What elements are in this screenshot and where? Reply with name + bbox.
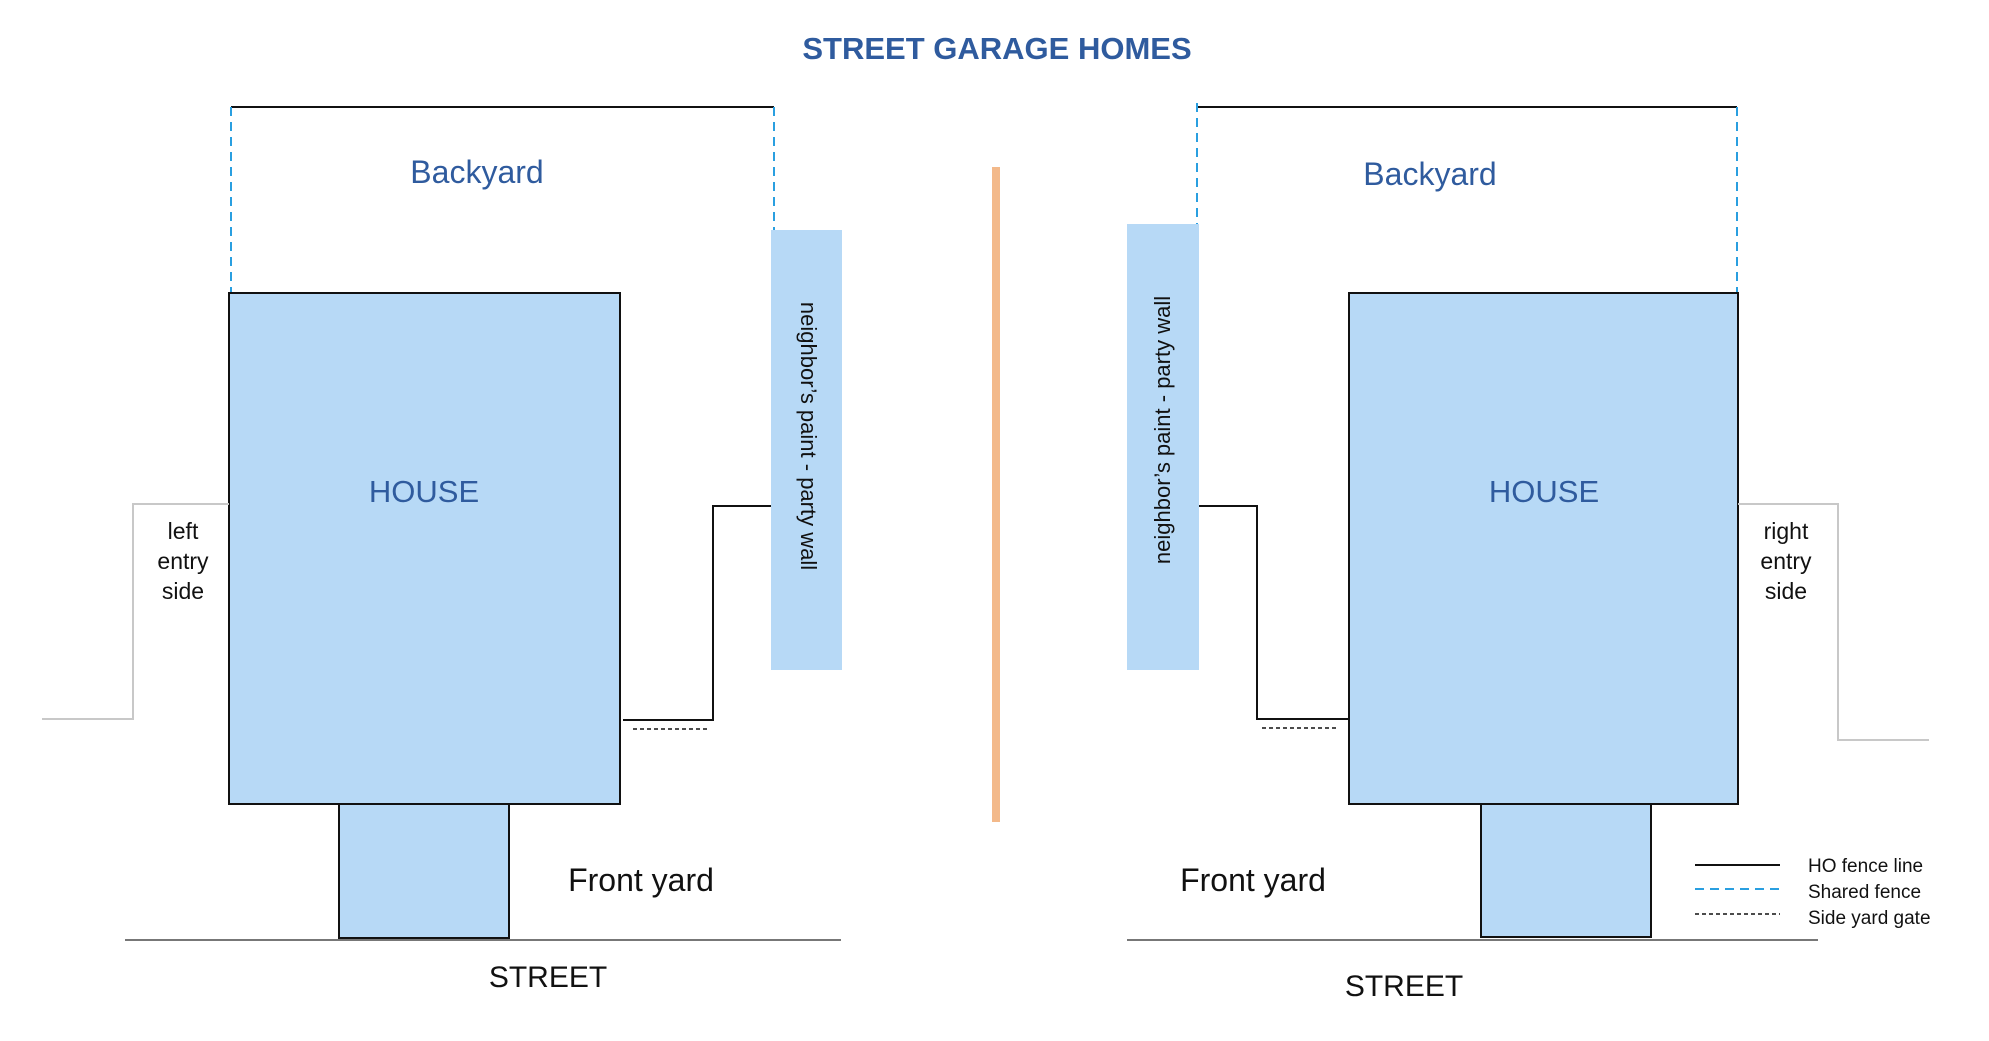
left-entry-side-fence [42,503,229,720]
left-house-label: HOUSE [369,474,479,509]
left-party-wall-label: neighbor’s paint - party wall [796,302,821,570]
left-street-label: STREET [489,961,607,994]
right-entry-side-label-1: right [1764,518,1809,544]
right-street-label: STREET [1345,970,1463,1003]
right-front-yard-label: Front yard [1180,862,1326,898]
right-entry-side-fence [1738,503,1929,741]
left-backyard-label: Backyard [410,154,543,190]
legend-side-gate-label: Side yard gate [1808,908,1931,929]
legend: HO fence line Shared fence Side yard gat… [1695,856,1931,929]
right-party-wall-label: neighbor’s paint - party wall [1150,296,1175,564]
left-house [228,292,621,805]
right-party-wall [1127,224,1199,670]
left-entry-side-label-3: side [162,578,204,604]
right-entry-side-label-3: side [1765,578,1807,604]
legend-shared-fence-label: Shared fence [1808,882,1921,903]
left-side-fence [623,505,771,721]
right-entry-side-label-2: entry [1760,548,1812,574]
legend-ho-fence-label: HO fence line [1808,856,1923,877]
left-garage [338,803,510,939]
left-entry-side-label-1: left [168,518,199,544]
left-front-yard-label: Front yard [568,862,714,898]
right-house [1348,292,1739,805]
left-entry-side-label-2: entry [157,548,209,574]
right-side-fence [1199,505,1349,720]
right-house-label: HOUSE [1489,474,1599,509]
right-garage [1480,803,1652,938]
left-lot: Backyard HOUSE neighbor’s paint - party … [42,106,842,994]
right-lot: Backyard neighbor’s paint - party wall H… [1127,103,1929,1003]
right-backyard-label: Backyard [1363,156,1496,192]
center-divider [992,167,1000,822]
diagram-title: STREET GARAGE HOMES [802,31,1191,66]
left-party-wall [771,230,842,670]
